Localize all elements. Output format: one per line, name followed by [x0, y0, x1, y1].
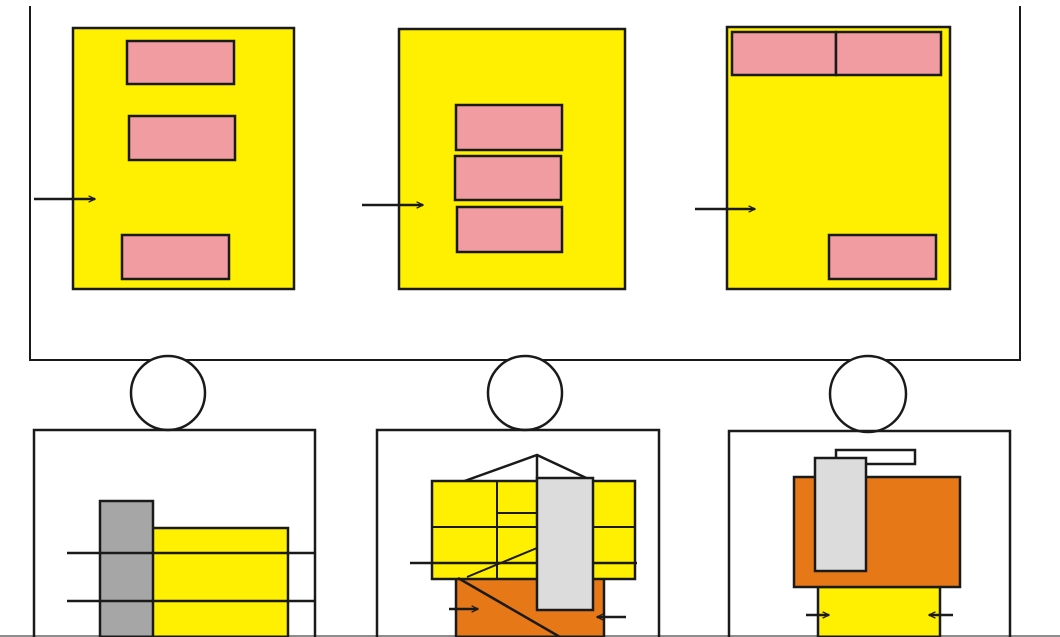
- yellow-frame: [430, 479, 637, 581]
- bottom-panel-1: [32, 428, 317, 637]
- pink-block: [125, 39, 236, 86]
- pink-block: [453, 154, 563, 202]
- pink-block: [730, 30, 838, 77]
- layout-1: [34, 26, 296, 291]
- gray-post: [813, 456, 868, 573]
- pink-block: [127, 114, 237, 162]
- pink-block: [454, 103, 564, 152]
- bulb-icon: [828, 354, 908, 434]
- pink-block: [455, 205, 564, 254]
- pink-block: [827, 233, 938, 281]
- yellow-block: [150, 526, 290, 637]
- gray-post: [535, 476, 595, 612]
- layout-2: [362, 27, 627, 291]
- layout-3: [695, 25, 952, 291]
- bottom-panel-frame: [727, 429, 1012, 637]
- bottom-panel-frame: [32, 428, 317, 637]
- pink-block: [120, 233, 231, 281]
- gray-post: [98, 499, 155, 637]
- diagonal-line: [457, 576, 561, 637]
- pink-block: [834, 30, 943, 77]
- bottom-panel-2: [375, 428, 661, 637]
- top-panel: [29, 6, 1021, 361]
- bottom-panel-frame: [375, 428, 661, 637]
- bulb-icon: [486, 354, 564, 432]
- yellow-base: [816, 585, 942, 637]
- bulb-icon: [129, 354, 207, 432]
- bottom-panel-3: [727, 429, 1012, 637]
